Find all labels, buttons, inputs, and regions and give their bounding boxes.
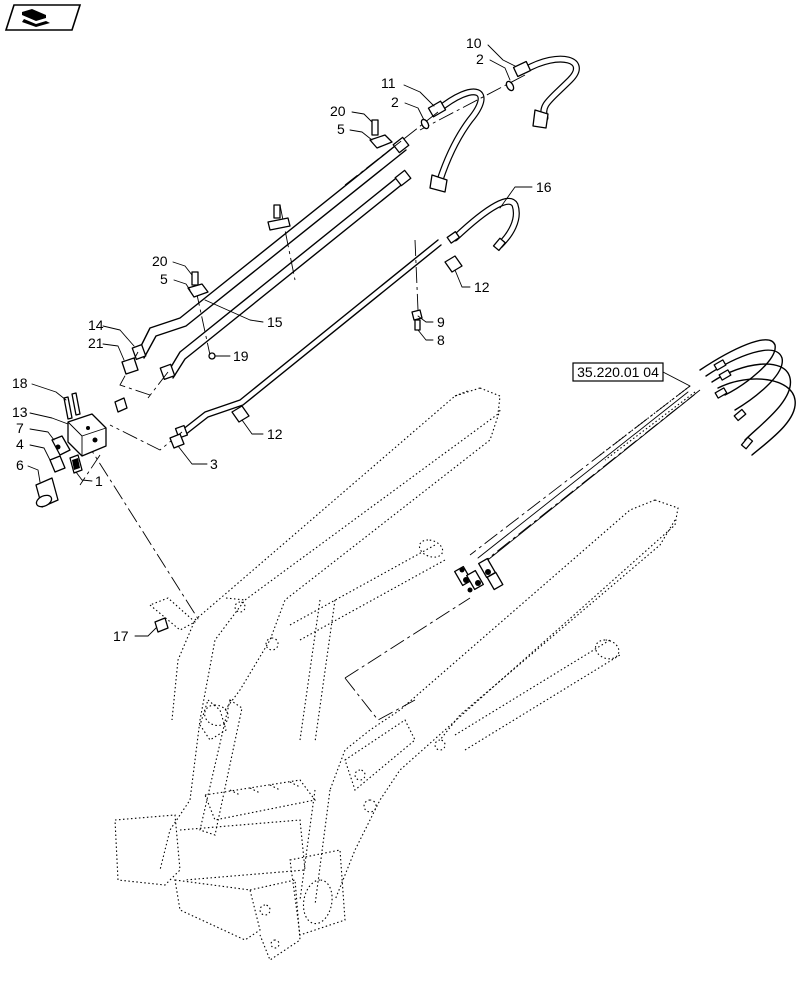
callout-12[interactable]: 12: [267, 426, 283, 442]
hardware: [114, 80, 515, 633]
hose-harness: [454, 339, 796, 593]
loader-frame: [114, 387, 679, 961]
callout-21[interactable]: 21: [88, 335, 104, 351]
center-lines: [79, 74, 526, 623]
valve-block: [35, 392, 107, 508]
callout-12[interactable]: 12: [474, 279, 490, 295]
leader-lines: [27, 44, 533, 637]
navigation-icon[interactable]: [4, 4, 82, 31]
callout-20[interactable]: 20: [330, 103, 346, 119]
callout-8[interactable]: 8: [437, 332, 445, 348]
callout-15[interactable]: 15: [267, 314, 283, 330]
callout-5[interactable]: 5: [337, 121, 345, 137]
callout-4[interactable]: 4: [16, 436, 24, 452]
callout-13[interactable]: 13: [12, 404, 28, 420]
callout-11[interactable]: 11: [381, 75, 396, 91]
callout-3[interactable]: 3: [210, 456, 218, 472]
callout-17[interactable]: 17: [113, 628, 129, 644]
callout-20[interactable]: 20: [152, 253, 168, 269]
reference-label: 35.220.01 04: [577, 364, 659, 380]
callout-16[interactable]: 16: [536, 179, 552, 195]
callout-19[interactable]: 19: [233, 348, 249, 364]
callout-7[interactable]: 7: [16, 420, 24, 436]
callout-18[interactable]: 18: [12, 375, 28, 391]
callout-labels: 10 2 11 2 20 5 16 12 20 5 9 8 14 15 21 1…: [12, 35, 552, 644]
callout-5[interactable]: 5: [160, 271, 168, 287]
hoses-and-tubes: [131, 55, 580, 439]
callout-10[interactable]: 10: [466, 35, 482, 51]
callout-9[interactable]: 9: [437, 314, 445, 330]
callout-6[interactable]: 6: [16, 457, 24, 473]
callout-1[interactable]: 1: [95, 473, 103, 489]
callout-14[interactable]: 14: [88, 317, 104, 333]
callout-2[interactable]: 2: [391, 94, 399, 110]
reference-box[interactable]: 35.220.01 04: [572, 362, 664, 382]
callout-2[interactable]: 2: [476, 51, 484, 67]
